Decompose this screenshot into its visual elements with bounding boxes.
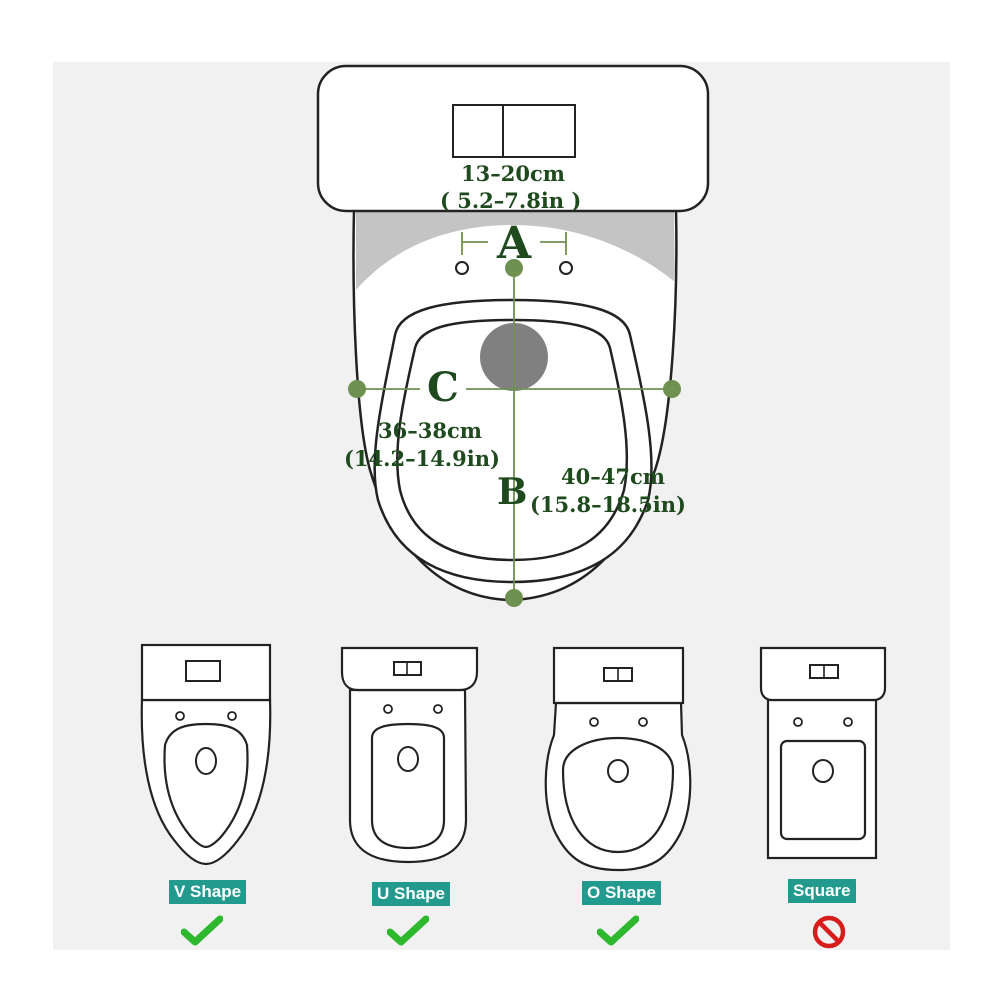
u-shape-toilet [340,646,479,864]
prohibited-icon [812,915,846,949]
check-icon [181,915,223,946]
dimension-a-letter: A [497,218,532,269]
v-shape-toilet [140,643,272,866]
dimension-a-metric: 13–20cm [461,161,565,186]
mount-hole-right [559,261,573,275]
square-toilet [759,646,887,860]
measure-dot-c-right [663,380,681,398]
dimension-a-imperial: ( 5.2–7.8in ) [440,188,582,213]
main-toilet [316,64,710,602]
measure-dot-a [505,259,523,277]
dimension-c-imperial: (14.2–14.9in) [344,446,500,471]
dimension-b-metric: 40–47cm [561,464,665,489]
shape-label-u: U Shape [372,882,451,906]
check-icon [387,915,429,946]
measure-dot-c-left [348,380,366,398]
dimension-b-letter: B [497,471,528,513]
flush-button-left [452,104,504,158]
dimension-c-letter: C [427,364,459,411]
shape-label-square: Square [788,879,856,903]
toilet-seat-outer [373,298,653,584]
measure-dot-b-bottom [505,589,523,607]
measurement-lines [348,232,681,607]
check-icon [597,915,639,946]
shape-label-o: O Shape [582,881,661,905]
o-shape-toilet [544,646,692,872]
dimension-c-metric: 36–38cm [378,418,482,443]
mount-hole-left [455,261,469,275]
dimension-b-imperial: (15.8–18.5in) [530,492,686,517]
toilet-rear-shading [356,212,675,290]
flush-button-right [502,104,576,158]
toilet-seat-inner [396,318,629,562]
shape-label-v: V Shape [169,880,247,904]
